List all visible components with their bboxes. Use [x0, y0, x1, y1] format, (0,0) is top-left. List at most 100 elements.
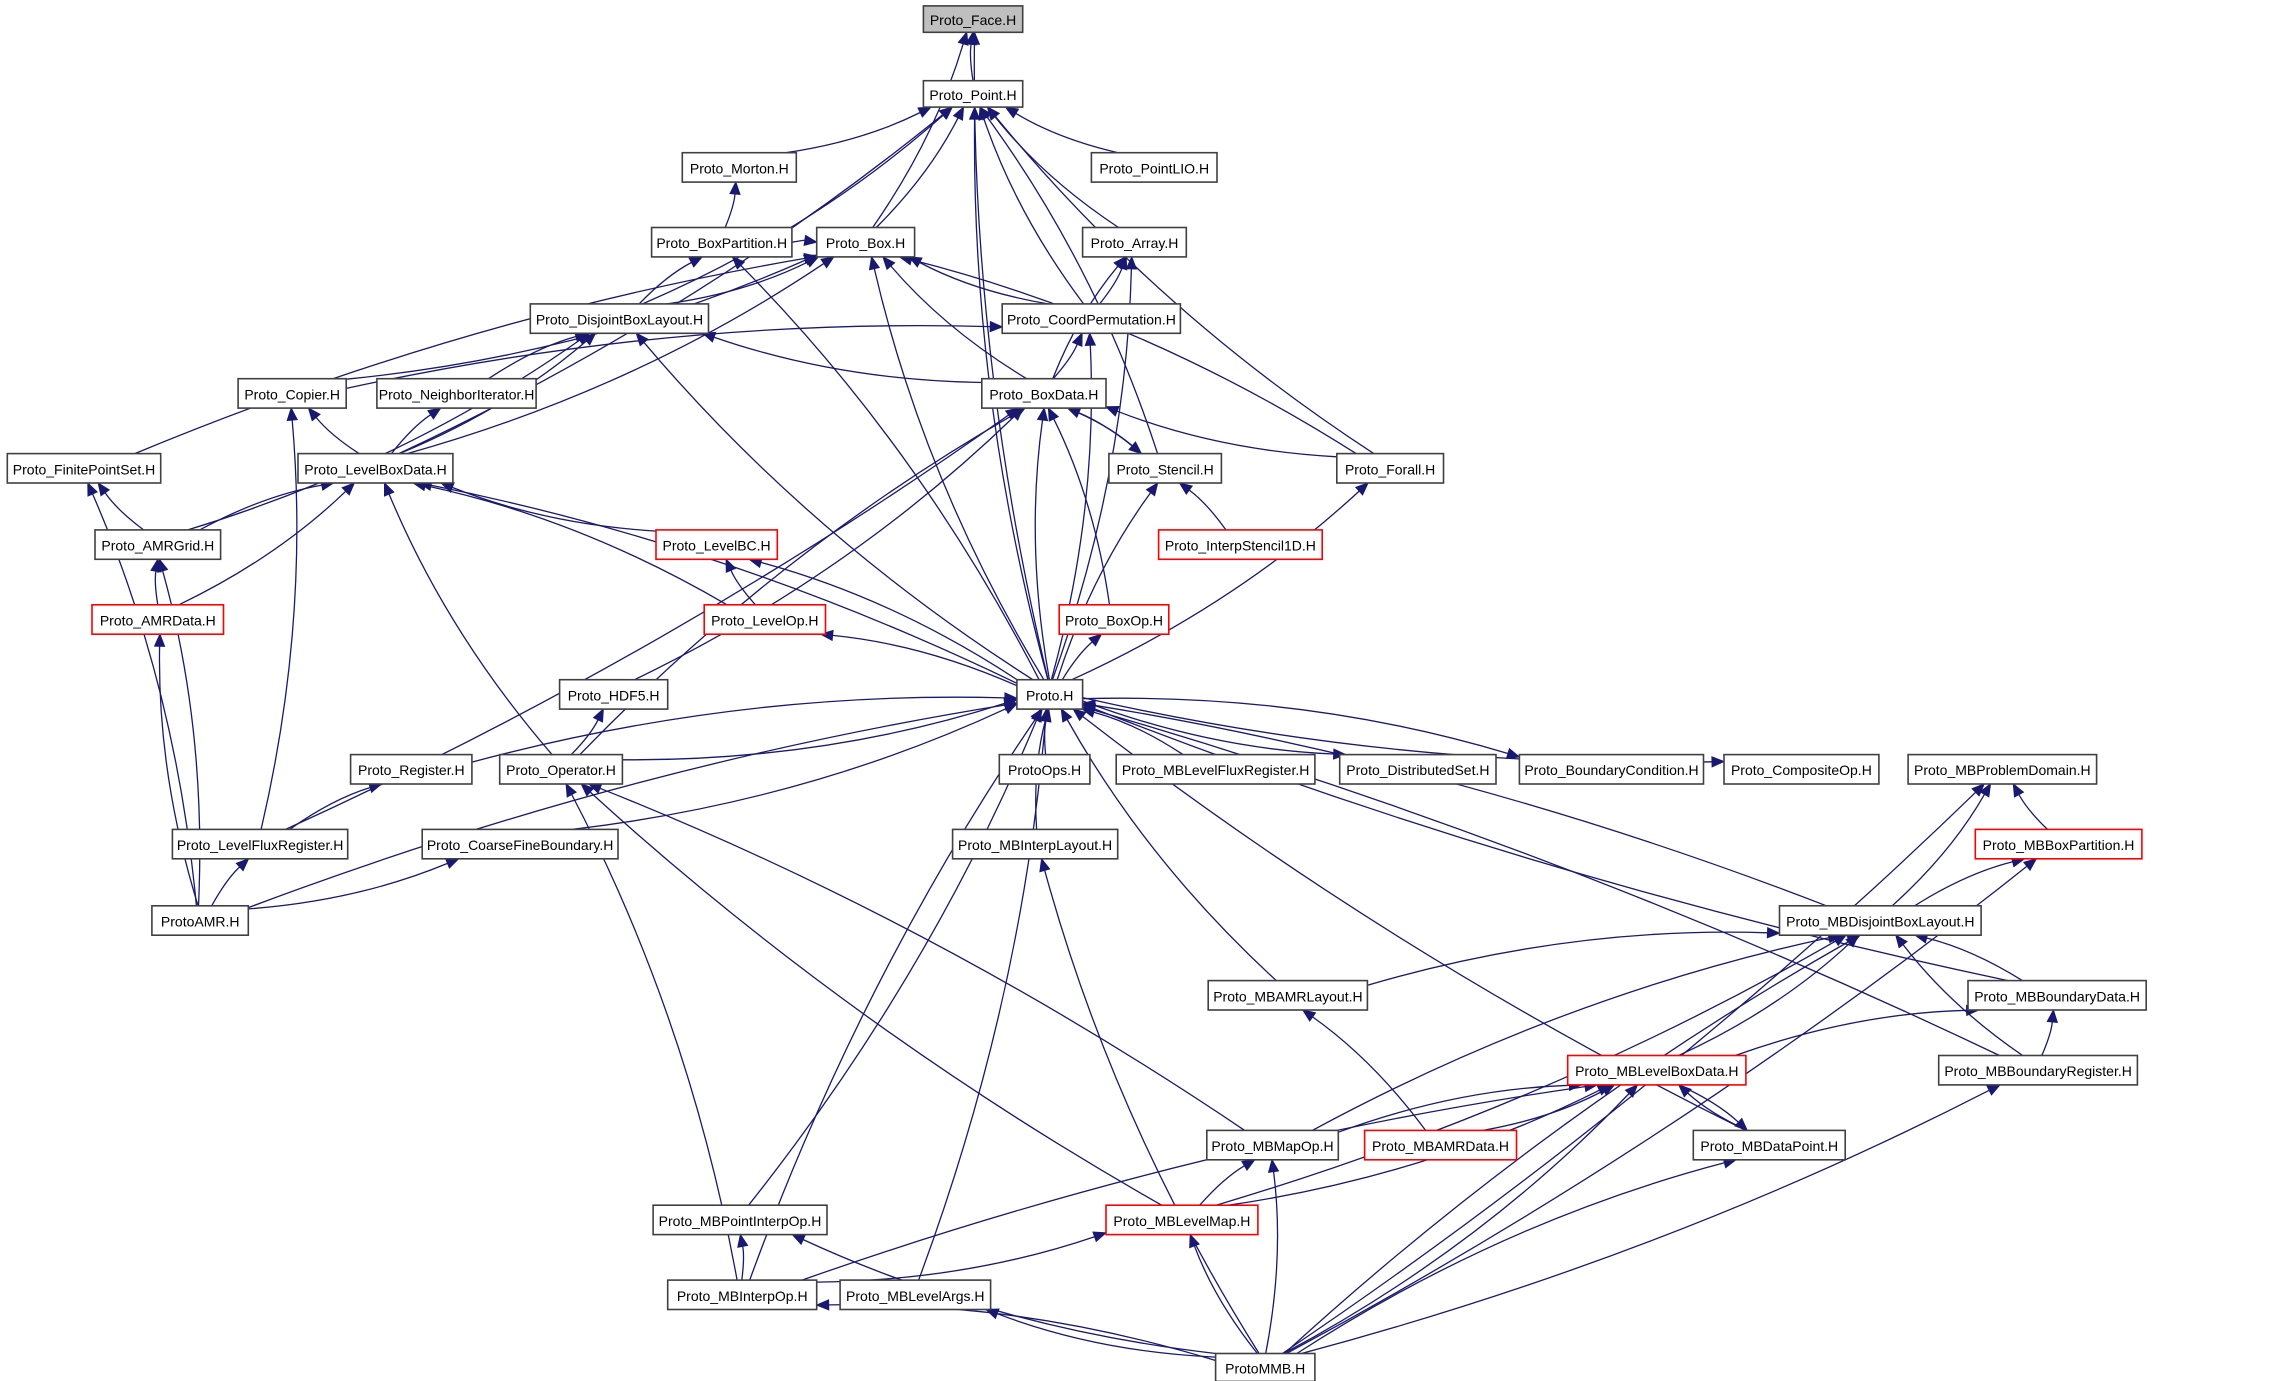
node-dbl[interactable]: Proto_DisjointBoxLayout.H — [529, 303, 710, 335]
edge-mbmapop-to-operator — [599, 787, 1246, 1131]
node-protoamr[interactable]: ProtoAMR.H — [151, 904, 250, 936]
node-label: Proto_MBProblemDomain.H — [1914, 762, 2091, 778]
node-label: ProtoAMR.H — [161, 913, 240, 929]
node-mbdatapoint[interactable]: Proto_MBDataPoint.H — [1692, 1129, 1847, 1161]
node-coarsefine[interactable]: Proto_CoarseFineBoundary.H — [421, 828, 619, 860]
node-label: Proto_MBPointInterpOp.H — [659, 1213, 822, 1229]
node-mbamrlayout[interactable]: Proto_MBAMRLayout.H — [1207, 979, 1369, 1011]
node-box — [681, 151, 798, 183]
node-hdf5[interactable]: Proto_HDF5.H — [558, 678, 669, 710]
node-mbinterpop[interactable]: Proto_MBInterpOp.H — [666, 1279, 818, 1311]
node-mblevelmap[interactable]: Proto_MBLevelMap.H — [1105, 1204, 1259, 1236]
node-interpstencil[interactable]: Proto_InterpStencil1D.H — [1157, 529, 1323, 561]
arrowhead-icon — [952, 106, 965, 121]
arrowhead-icon — [1036, 406, 1049, 422]
node-mblevelargs[interactable]: Proto_MBLevelArgs.H — [839, 1279, 992, 1311]
node-amrgrid[interactable]: Proto_AMRGrid.H — [94, 529, 222, 561]
node-operator[interactable]: Proto_Operator.H — [498, 753, 624, 785]
arrowhead-icon — [635, 332, 649, 347]
node-label: Proto_Copier.H — [244, 386, 340, 402]
node-levelfluxreg[interactable]: Proto_LevelFluxRegister.H — [171, 828, 349, 860]
edge-proto-to-box — [873, 268, 1045, 681]
node-boxop[interactable]: Proto_BoxOp.H — [1058, 603, 1170, 635]
node-coordperm[interactable]: Proto_CoordPermutation.H — [1001, 303, 1182, 335]
arrowhead-icon — [1039, 857, 1051, 873]
edge-amrdata-to-amrgrid — [154, 571, 159, 605]
node-register[interactable]: Proto_Register.H — [349, 753, 473, 785]
edge-amrdata-to-levelboxdata — [178, 490, 347, 606]
node-box[interactable]: Proto_Box.H — [815, 226, 916, 258]
edge-copier-to-coordperm — [346, 324, 991, 390]
edge-protommb-to-mblevelmap — [1193, 1245, 1258, 1354]
node-mbproblemdomain[interactable]: Proto_MBProblemDomain.H — [1907, 753, 2098, 785]
node-label: Proto_Box.H — [826, 235, 905, 251]
node-mbmapop[interactable]: Proto_MBMapOp.H — [1206, 1129, 1340, 1161]
node-boxpartition[interactable]: Proto_BoxPartition.H — [650, 226, 793, 258]
edge-mbinterpop-to-proto — [749, 718, 1037, 1281]
node-mbpointinterpop[interactable]: Proto_MBPointInterpOp.H — [652, 1204, 828, 1236]
node-box — [652, 1204, 828, 1236]
arrowhead-icon — [153, 632, 166, 647]
edge-morton-to-point — [785, 111, 921, 154]
edge-levelboxdata-to-neighbor — [390, 414, 432, 455]
arrowhead-icon — [868, 255, 881, 271]
node-box — [1338, 753, 1497, 785]
arrowhead-icon — [968, 30, 981, 45]
node-amrdata[interactable]: Proto_AMRData.H — [91, 603, 225, 635]
arrowhead-icon — [1241, 1159, 1256, 1171]
node-morton[interactable]: Proto_Morton.H — [681, 151, 798, 183]
node-neighbor[interactable]: Proto_NeighborIterator.H — [376, 377, 537, 409]
edge-boxpartition-to-morton — [724, 193, 736, 228]
node-box — [349, 753, 473, 785]
arrowhead-icon — [565, 782, 577, 798]
node-mblevelflux[interactable]: Proto_MBLevelFluxRegister.H — [1115, 753, 1316, 785]
node-pointlio[interactable]: Proto_PointLIO.H — [1090, 151, 1218, 183]
node-label: Proto.H — [1026, 687, 1073, 703]
arrowhead-icon — [938, 106, 953, 120]
edge-dbl-to-boxpartition — [638, 261, 692, 305]
edge-hdf5-to-boxdata — [634, 415, 1015, 681]
node-compositeop[interactable]: Proto_CompositeOp.H — [1723, 753, 1880, 785]
arrowhead-icon — [1986, 1084, 2002, 1096]
node-label: Proto_Face.H — [930, 12, 1016, 28]
node-forall[interactable]: Proto_Forall.H — [1336, 452, 1445, 484]
node-point[interactable]: Proto_Point.H — [922, 79, 1024, 108]
node-mblevelboxdata[interactable]: Proto_MBLevelBoxData.H — [1566, 1054, 1747, 1086]
node-mbamrdata[interactable]: Proto_MBAMRData.H — [1363, 1129, 1518, 1161]
node-proto[interactable]: Proto.H — [1016, 678, 1084, 710]
node-boxdata[interactable]: Proto_BoxData.H — [980, 377, 1107, 409]
node-levelboxdata[interactable]: Proto_LevelBoxData.H — [297, 452, 454, 484]
edge-coordperm-to-point — [983, 118, 1085, 305]
node-label: Proto_CoarseFineBoundary.H — [427, 837, 614, 853]
node-distributedset[interactable]: Proto_DistributedSet.H — [1338, 753, 1497, 785]
node-label: Proto_CompositeOp.H — [1731, 762, 1872, 778]
node-stencil[interactable]: Proto_Stencil.H — [1108, 452, 1223, 484]
edge-mbdbl-to-mbproblemdomain — [1891, 793, 1986, 907]
node-finitepointset[interactable]: Proto_FinitePointSet.H — [6, 452, 162, 484]
edge-proto-to-levelop — [832, 634, 1018, 687]
arrowhead-icon — [819, 629, 834, 642]
edge-mbamrlayout-to-mbdbl — [1367, 931, 1768, 986]
node-levelop[interactable]: Proto_LevelOp.H — [703, 603, 827, 635]
node-boundarycond[interactable]: Proto_BoundaryCondition.H — [1518, 753, 1705, 785]
node-box — [1058, 603, 1170, 635]
edge-proto-to-boxdata — [1034, 419, 1051, 680]
arrowhead-icon — [592, 707, 604, 723]
node-box — [421, 828, 619, 860]
node-box — [558, 678, 669, 710]
edge-point-to-face — [969, 44, 974, 81]
edge-boxpartition-to-box — [791, 239, 805, 243]
node-protommb[interactable]: ProtoMMB.H — [1214, 1352, 1316, 1381]
edge-coordperm-to-box — [919, 261, 1049, 305]
node-mbboxpartition[interactable]: Proto_MBBoxPartition.H — [1974, 828, 2143, 860]
node-mbboundarydata[interactable]: Proto_MBBoundaryData.H — [1967, 979, 2147, 1011]
node-label: Proto_AMRData.H — [100, 613, 216, 629]
node-array[interactable]: Proto_Array.H — [1081, 226, 1188, 258]
node-mbinterplayout[interactable]: Proto_MBInterpLayout.H — [951, 828, 1119, 860]
node-levelbc[interactable]: Proto_LevelBC.H — [655, 529, 779, 561]
node-copier[interactable]: Proto_Copier.H — [237, 377, 348, 409]
node-label: Proto_MBInterpLayout.H — [958, 837, 1112, 853]
node-protoops[interactable]: ProtoOps.H — [998, 753, 1091, 785]
node-mbboundaryreg[interactable]: Proto_MBBoundaryRegister.H — [1937, 1054, 2139, 1086]
node-mbdbl[interactable]: Proto_MBDisjointBoxLayout.H — [1778, 904, 1982, 936]
